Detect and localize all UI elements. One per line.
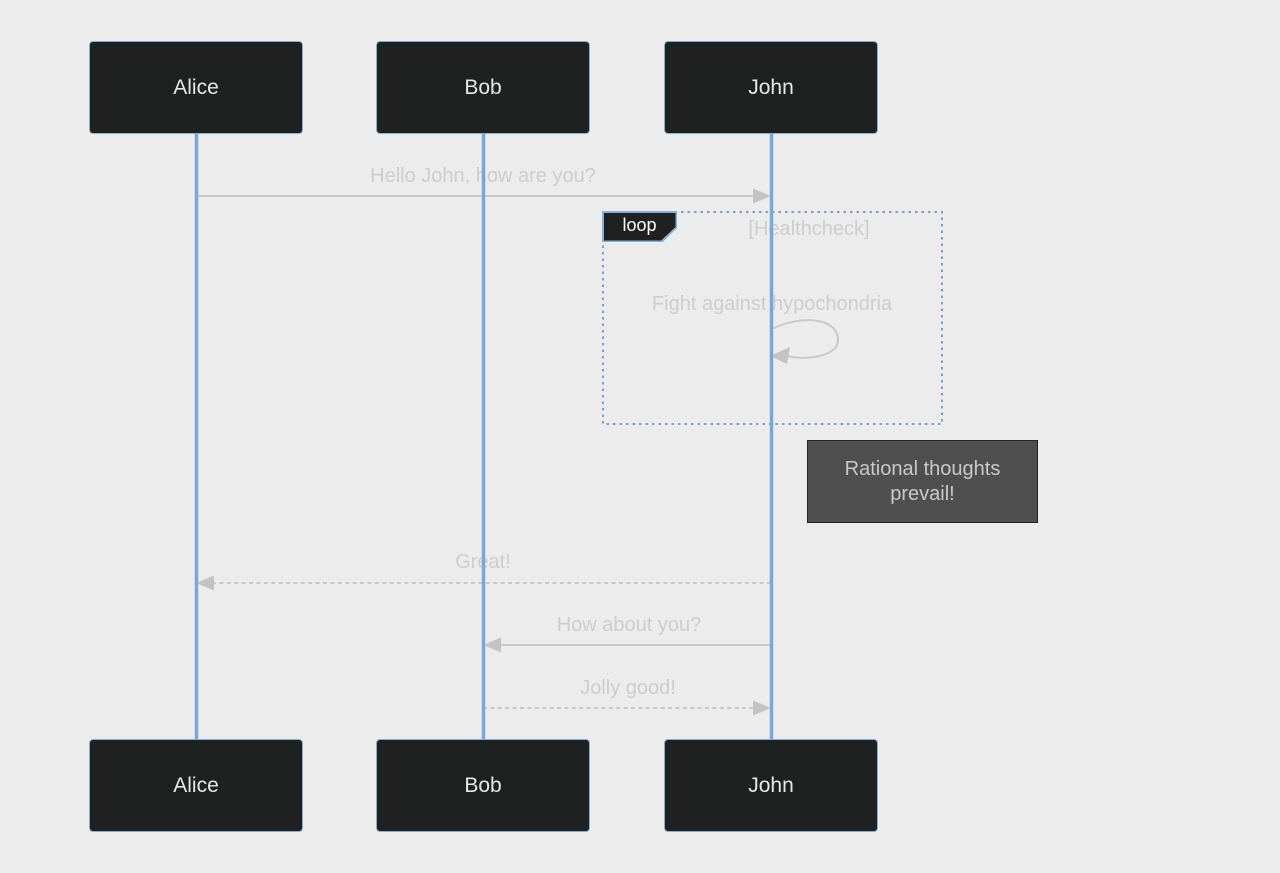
actor-top-john: John	[664, 41, 878, 134]
loop-tag: loop	[602, 211, 677, 242]
arrow-how-about-you	[483, 637, 771, 653]
loop-frame	[602, 211, 943, 425]
message-label-great: Great!	[455, 551, 511, 573]
message-label-fight: Fight against hypochondria	[651, 293, 893, 315]
loop-tag-label: loop	[603, 212, 676, 241]
actor-top-alice: Alice	[89, 41, 303, 134]
lifelines	[194, 134, 774, 740]
message-label-jolly-good: Jolly good!	[580, 677, 676, 699]
actor-bottom-alice: Alice	[89, 739, 303, 832]
arrow-jolly-good	[483, 700, 771, 716]
arrow-self-loop	[770, 319, 840, 364]
arrow-great	[196, 575, 771, 591]
arrow-hello	[196, 188, 771, 204]
message-label-how-about-you: How about you?	[556, 614, 702, 636]
actor-bottom-bob: Bob	[376, 739, 590, 832]
message-label-hello: Hello John, how are you?	[370, 165, 596, 187]
actor-top-bob: Bob	[376, 41, 590, 134]
note-rational-thoughts: Rational thoughts prevail!	[807, 440, 1038, 523]
loop-condition-label: [Healthcheck]	[748, 218, 870, 240]
actor-bottom-john: John	[664, 739, 878, 832]
